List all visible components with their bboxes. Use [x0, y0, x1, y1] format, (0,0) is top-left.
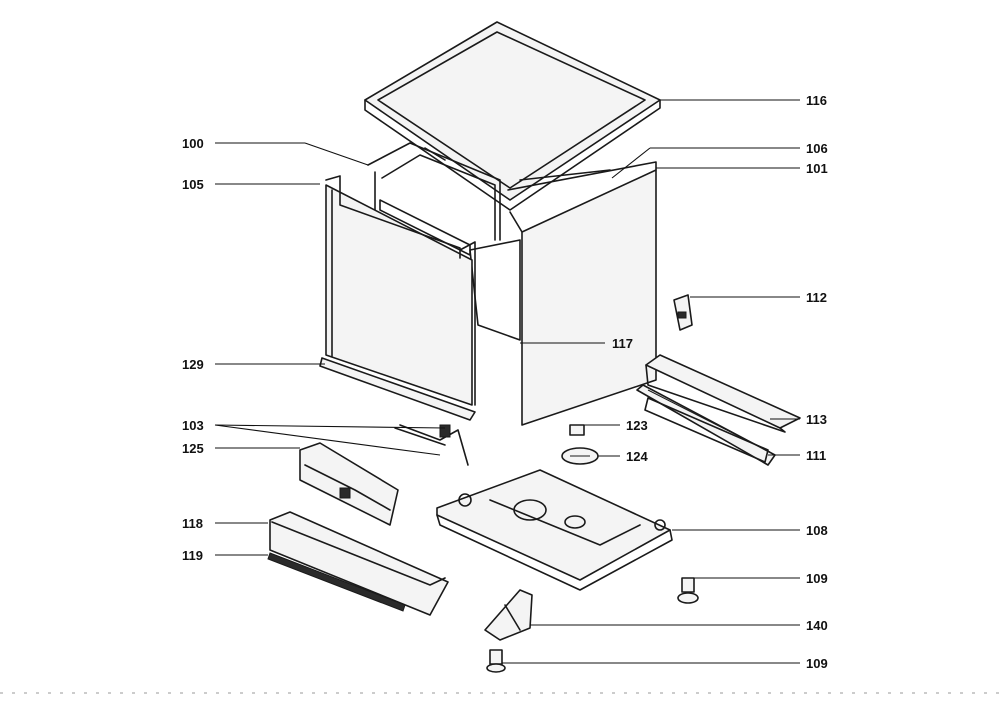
base-part-108 [436, 469, 673, 591]
callout-116: 116 [806, 93, 827, 108]
callout-labels: 116 100 106 101 105 112 117 129 113 103 … [182, 93, 828, 671]
callout-109-upper: 109 [806, 571, 828, 586]
door-panel-part-105 [325, 175, 476, 406]
side-panel-part-101 [507, 161, 657, 426]
kick-plate-part-118 [269, 511, 449, 616]
clip-part-123 [569, 424, 585, 436]
callout-111: 111 [806, 448, 826, 463]
plinth-strip-part-129 [319, 357, 476, 421]
foot-part-109-upper [677, 577, 699, 604]
callout-124: 124 [626, 449, 648, 464]
callout-125: 125 [182, 441, 204, 456]
callout-105: 105 [182, 177, 204, 192]
leader-lines [214, 99, 800, 664]
callout-112: 112 [806, 290, 827, 305]
bracket-part-103 [394, 424, 469, 466]
callout-129: 129 [182, 357, 204, 372]
disc-part-124 [561, 447, 599, 465]
callout-119: 119 [182, 548, 203, 563]
callout-100: 100 [182, 136, 204, 151]
callout-140: 140 [806, 618, 828, 633]
box-part-125 [299, 442, 399, 526]
seal-part-119 [267, 552, 406, 612]
callout-113: 113 [806, 412, 827, 427]
foot-bracket-part-140 [484, 589, 533, 641]
callout-103: 103 [182, 418, 204, 433]
callout-101: 101 [806, 161, 828, 176]
hinge-part-112 [673, 294, 693, 331]
control-panel-part-113 [645, 354, 801, 433]
callout-117: 117 [612, 336, 633, 351]
callout-118: 118 [182, 516, 203, 531]
foot-part-109-lower [486, 649, 506, 673]
callout-123: 123 [626, 418, 648, 433]
worktop-part-116 [364, 21, 661, 211]
callout-106: 106 [806, 141, 828, 156]
callout-108: 108 [806, 523, 828, 538]
callout-109-lower: 109 [806, 656, 828, 671]
